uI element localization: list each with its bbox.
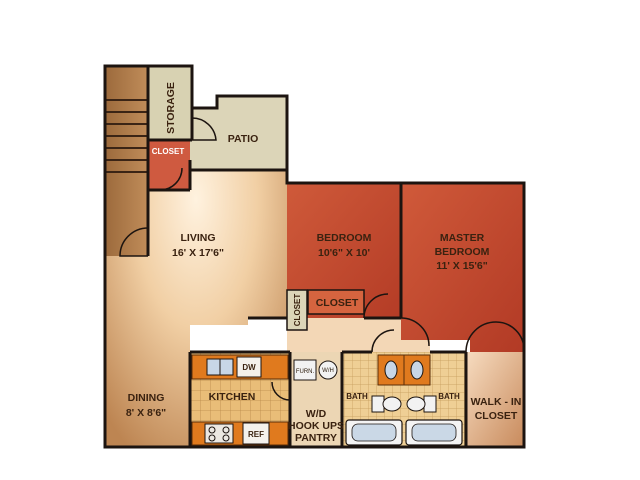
living-name: LIVING xyxy=(180,232,215,244)
stove xyxy=(204,423,234,444)
walkin-line2: CLOSET xyxy=(475,410,518,422)
storage-label: STORAGE xyxy=(165,82,177,134)
walls xyxy=(103,64,526,449)
furnace-label: FURN. xyxy=(296,369,315,375)
refrigerator xyxy=(242,422,270,445)
wd-line1: W/D xyxy=(306,408,327,420)
vanity-left xyxy=(377,354,405,386)
dining-name: DINING xyxy=(128,392,165,404)
refrigerator-label: REF xyxy=(248,430,264,439)
storage-floor xyxy=(148,66,192,140)
vertical-closet-box xyxy=(286,289,308,331)
walkin-line1: WALK - IN xyxy=(471,396,522,408)
dishwasher xyxy=(236,356,262,378)
patio-label: PATIO xyxy=(228,133,259,145)
bath-left-label: BATH xyxy=(346,392,368,401)
furnace xyxy=(293,359,317,381)
door-swings xyxy=(119,117,525,401)
vertical-closet-label: CLOSET xyxy=(293,294,302,327)
closet-entry-label: CLOSET xyxy=(152,147,185,156)
master-floor xyxy=(401,183,524,352)
bedroom-closet-box xyxy=(307,289,365,315)
water-heater-label: W/H xyxy=(322,368,334,374)
master-name-line1: MASTER xyxy=(440,232,485,244)
toilet-right xyxy=(406,395,437,413)
kitchen-label: KITCHEN xyxy=(209,391,256,403)
bedroom-size: 10'6" X 10' xyxy=(318,247,370,259)
bedroom-closet-label: CLOSET xyxy=(316,297,359,309)
dining-size: 8' X 8'6" xyxy=(126,407,166,419)
wd-line3: PANTRY xyxy=(295,432,337,444)
closet-entry-floor xyxy=(148,140,190,190)
water-heater xyxy=(318,360,338,380)
wd-line2: HOOK UPS xyxy=(288,420,344,432)
bedroom-name: BEDROOM xyxy=(317,232,372,244)
master-name-line2: BEDROOM xyxy=(435,246,490,258)
patio-floor xyxy=(190,96,287,170)
master-size: 11' X 15'6" xyxy=(436,260,487,272)
dishwasher-label: DW xyxy=(242,363,256,372)
living-size: 16' X 17'6" xyxy=(172,247,224,259)
hall-floor xyxy=(287,318,430,352)
walkin-floor xyxy=(466,352,524,447)
stair-treads xyxy=(105,99,148,173)
bath-right-label: BATH xyxy=(438,392,460,401)
toilet-left xyxy=(371,395,402,413)
